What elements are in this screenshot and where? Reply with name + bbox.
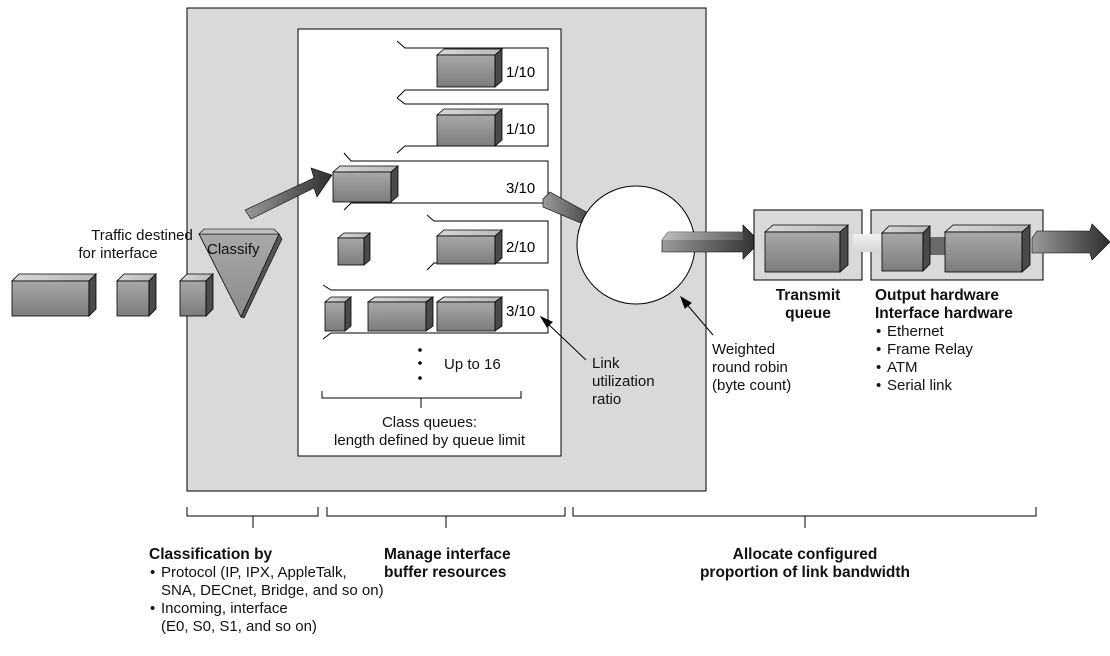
queue-packets bbox=[323, 48, 504, 332]
manage-buffer-label: Manage interface buffer resources bbox=[384, 546, 511, 581]
incoming-packets bbox=[11, 273, 214, 317]
classify-label: Classify bbox=[207, 241, 260, 258]
classify-triangle bbox=[198, 228, 283, 319]
queue-link-bar bbox=[853, 234, 881, 252]
queue-ratio-2: 1/10 bbox=[506, 121, 536, 138]
link-utilization-label: Link utilization ratio bbox=[592, 355, 655, 408]
transmit-queue-label: Transmit queue bbox=[775, 287, 841, 322]
queue-ratio-5: 3/10 bbox=[506, 303, 536, 320]
bottom-brackets bbox=[186, 507, 1037, 528]
classification-item-interface: Incoming, interface (E0, S0, S1, and so … bbox=[149, 600, 384, 636]
classification-by-block: Classification by Protocol (IP, IPX, App… bbox=[149, 546, 384, 636]
traffic-label: Traffic destined for interface bbox=[78, 227, 193, 262]
queue-ratio-1: 1/10 bbox=[506, 64, 536, 81]
queue-ratio-3: 3/10 bbox=[506, 180, 536, 197]
class-queues-caption: Class queues: length defined by queue li… bbox=[334, 414, 525, 449]
allocate-bandwidth-label: Allocate configured proportion of link b… bbox=[699, 546, 911, 581]
wrr-pointer bbox=[680, 295, 714, 336]
class-queues-bracket bbox=[321, 391, 522, 408]
more-queues-dots bbox=[418, 348, 422, 380]
queue-ratio-4: 2/10 bbox=[506, 239, 536, 256]
classify-to-queue-arrow bbox=[244, 167, 333, 220]
output-arrow bbox=[1031, 223, 1110, 261]
classification-title: Classification by bbox=[149, 546, 273, 563]
output-hw-item: Ethernet bbox=[875, 323, 1013, 341]
transmit-packets bbox=[763, 224, 1032, 273]
output-hw-item: Serial link bbox=[875, 377, 1013, 395]
wrr-to-transmit-arrow bbox=[661, 224, 761, 260]
classification-item-protocol: Protocol (IP, IPX, AppleTalk, SNA, DECne… bbox=[149, 564, 384, 600]
output-hardware-label: Output hardware Interface hardware Ether… bbox=[875, 287, 1013, 395]
link-ratio-pointer bbox=[539, 315, 587, 361]
output-hw-item: ATM bbox=[875, 359, 1013, 377]
queue-slots bbox=[322, 40, 549, 340]
wrr-label: Weighted round robin (byte count) bbox=[712, 341, 792, 394]
output-hw-item: Frame Relay bbox=[875, 341, 1013, 359]
up-to-label: Up to 16 bbox=[444, 356, 501, 373]
